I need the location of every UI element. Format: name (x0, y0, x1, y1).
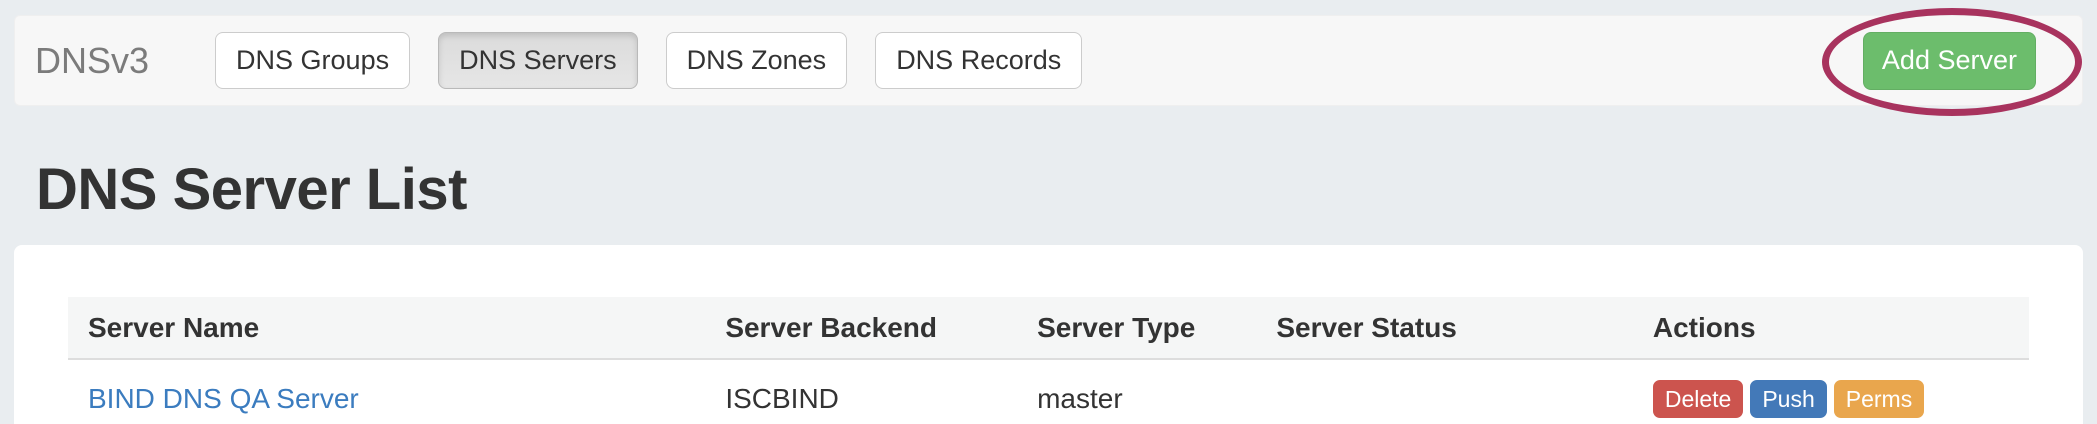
column-header-server-status: Server Status (1256, 297, 1633, 360)
column-header-server-name: Server Name (68, 297, 706, 360)
app-brand: DNSv3 (35, 39, 150, 81)
nav-tab-dns-records[interactable]: DNS Records (875, 32, 1083, 89)
page-title: DNS Server List (36, 157, 467, 222)
cell-server-backend: ISCBIND (725, 383, 839, 414)
server-name-link[interactable]: BIND DNS QA Server (88, 383, 359, 414)
nav-tab-group: DNS Groups DNS Servers DNS Zones DNS Record… (215, 32, 1083, 89)
column-header-actions: Actions (1632, 297, 2029, 360)
nav-tab-dns-servers[interactable]: DNS Servers (438, 32, 638, 89)
delete-button[interactable]: Delete (1652, 380, 1744, 418)
cell-server-status (1256, 359, 1633, 424)
nav-tab-dns-zones[interactable]: DNS Zones (665, 32, 848, 89)
add-server-button[interactable]: Add Server (1862, 31, 2036, 90)
cell-server-type: master (1037, 383, 1123, 414)
column-header-server-backend: Server Backend (705, 297, 1018, 360)
column-header-server-type: Server Type (1017, 297, 1257, 360)
perms-button[interactable]: Perms (1833, 380, 1925, 418)
nav-tab-dns-groups[interactable]: DNS Groups (215, 32, 411, 89)
push-button[interactable]: Push (1750, 380, 1827, 418)
